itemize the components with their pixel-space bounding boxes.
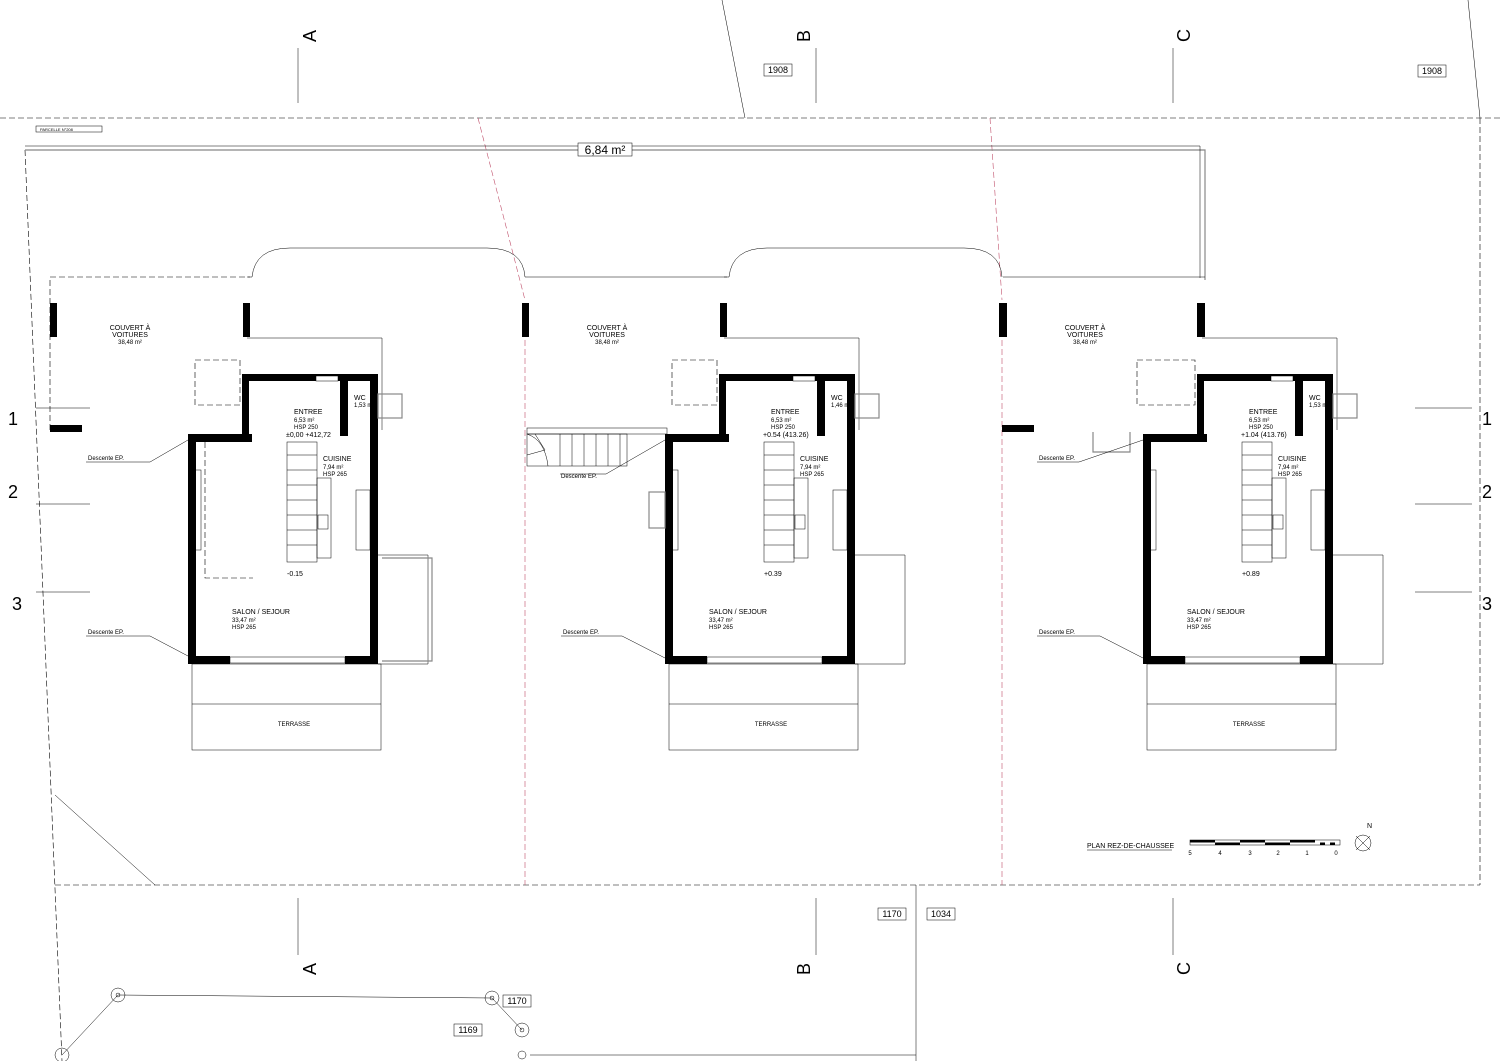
room-height: HSP 265: [323, 472, 348, 478]
parcel-number: 1170: [882, 909, 901, 919]
parcel-number: 1908: [1422, 66, 1442, 76]
grid-axis-1-right: 1: [1482, 409, 1492, 429]
rain-downpipe-label: Descente EP.: [1039, 630, 1075, 636]
room-height: HSP 265: [232, 625, 257, 631]
level-marker: +0.39: [764, 571, 782, 578]
room-name: SALON / SEJOUR: [232, 609, 290, 616]
scale-tick-label: 5: [1188, 851, 1192, 857]
room-height: HSP 250: [294, 425, 319, 431]
room-area: 6,53 m²: [771, 418, 791, 424]
rain-downpipe-label: Descente EP.: [88, 630, 124, 636]
grid-axis-3-right: 3: [1482, 594, 1492, 614]
room-name: ENTREE: [1249, 409, 1278, 416]
parcel-number: 1034: [931, 909, 951, 919]
scale-tick-label: 2: [1276, 851, 1280, 857]
room-name: CUISINE: [1278, 456, 1307, 463]
parcel-numbers: 1908 1908 1170 1034 1170 1169: [453, 63, 1447, 1037]
level-marker: +0.89: [1242, 571, 1260, 578]
room-area: 1,53 m²: [354, 403, 374, 409]
wall-segment: [1000, 303, 1007, 337]
scale-bar: 5 4 3 2 1 0: [1188, 839, 1341, 857]
rain-downpipe-label: Descente EP.: [563, 630, 599, 636]
room-height: HSP 265: [1187, 625, 1212, 631]
grid-axis-2-left: 2: [8, 482, 18, 502]
room-name: SALON / SEJOUR: [709, 609, 767, 616]
grid-axis-c-bottom: C: [1174, 962, 1194, 975]
room-area: 1,53 m²: [1309, 403, 1329, 409]
grid-axis-a-bottom: A: [300, 963, 320, 975]
room-height: HSP 250: [1249, 425, 1274, 431]
room-name: CUISINE: [800, 456, 829, 463]
rain-downpipe-label: Descente EP.: [561, 474, 597, 480]
grid-axis-a-top: A: [300, 30, 320, 42]
room-area: 33,47 m²: [232, 618, 256, 624]
room-name: ENTREE: [294, 409, 323, 416]
room-name: ENTREE: [771, 409, 800, 416]
carport-area: 38,48 m²: [1073, 340, 1097, 346]
wall-segment: [1197, 303, 1204, 337]
room-name: WC: [831, 395, 843, 402]
grid-axis-2-right: 2: [1482, 482, 1492, 502]
north-label: N: [1367, 823, 1372, 830]
room-area: 7,94 m²: [1278, 465, 1298, 471]
terrace-label: TERRASSE: [755, 722, 787, 728]
terrace-label: TERRASSE: [278, 722, 310, 728]
room-area: 1,46 m²: [831, 403, 851, 409]
grid-axis-3-left: 3: [12, 594, 22, 614]
parcel-number: 1169: [458, 1025, 477, 1035]
rain-downpipe-label: Descente EP.: [88, 456, 124, 462]
plan-title: PLAN REZ-DE-CHAUSSEE: [1087, 843, 1174, 850]
room-area: 6,53 m²: [1249, 418, 1269, 424]
exterior-stair: Descente EP.: [526, 427, 668, 480]
north-arrow-icon: N: [1354, 823, 1372, 852]
room-name: WC: [354, 395, 366, 402]
scale-tick-label: 0: [1334, 851, 1338, 857]
carport-area: 38,48 m²: [118, 340, 142, 346]
terrace-label: TERRASSE: [1233, 722, 1265, 728]
title-block: PLAN REZ-DE-CHAUSSEE 5 4 3 2 1 0 N: [1087, 823, 1372, 857]
grid-axis-c-top: C: [1174, 29, 1194, 42]
room-height: HSP 265: [1278, 472, 1303, 478]
parcel-label: PARCELLE N°208: [40, 127, 74, 132]
parcel-number: 1170: [507, 996, 526, 1006]
grid-axis-1-left: 1: [8, 409, 18, 429]
room-area: 7,94 m²: [323, 465, 343, 471]
room-area: 33,47 m²: [709, 618, 733, 624]
total-area-label: 6,84 m²: [585, 143, 626, 157]
room-area: 7,94 m²: [800, 465, 820, 471]
level-marker: -0.15: [287, 571, 303, 578]
room-name: WC: [1309, 395, 1321, 402]
room-area: 33,47 m²: [1187, 618, 1211, 624]
grid-axes: A B C A B C 1 2 3 1 2 3: [8, 29, 1492, 975]
canopy-outline: PARCELLE N°208 6,84 m²: [25, 125, 1206, 280]
grid-axis-b-bottom: B: [794, 963, 814, 975]
parcel-number: 1908: [768, 65, 788, 75]
room-area: 6,53 m²: [294, 418, 314, 424]
scale-tick-label: 4: [1218, 851, 1222, 857]
scale-tick-label: 1: [1305, 851, 1309, 857]
scale-tick-label: 3: [1248, 851, 1252, 857]
room-name: SALON / SEJOUR: [1187, 609, 1245, 616]
grid-axis-b-top: B: [794, 30, 814, 42]
room-height: HSP 265: [800, 472, 825, 478]
room-height: HSP 265: [709, 625, 734, 631]
room-name: CUISINE: [323, 456, 352, 463]
rain-downpipe-label: Descente EP.: [1039, 456, 1075, 462]
level-marker: +0.54 (413.26): [763, 432, 809, 439]
room-height: HSP 250: [771, 425, 796, 431]
level-marker: ±0,00 +412,72: [286, 432, 331, 439]
level-marker: +1.04 (413.76): [1241, 432, 1287, 439]
carport-area: 38,48 m²: [595, 340, 619, 346]
